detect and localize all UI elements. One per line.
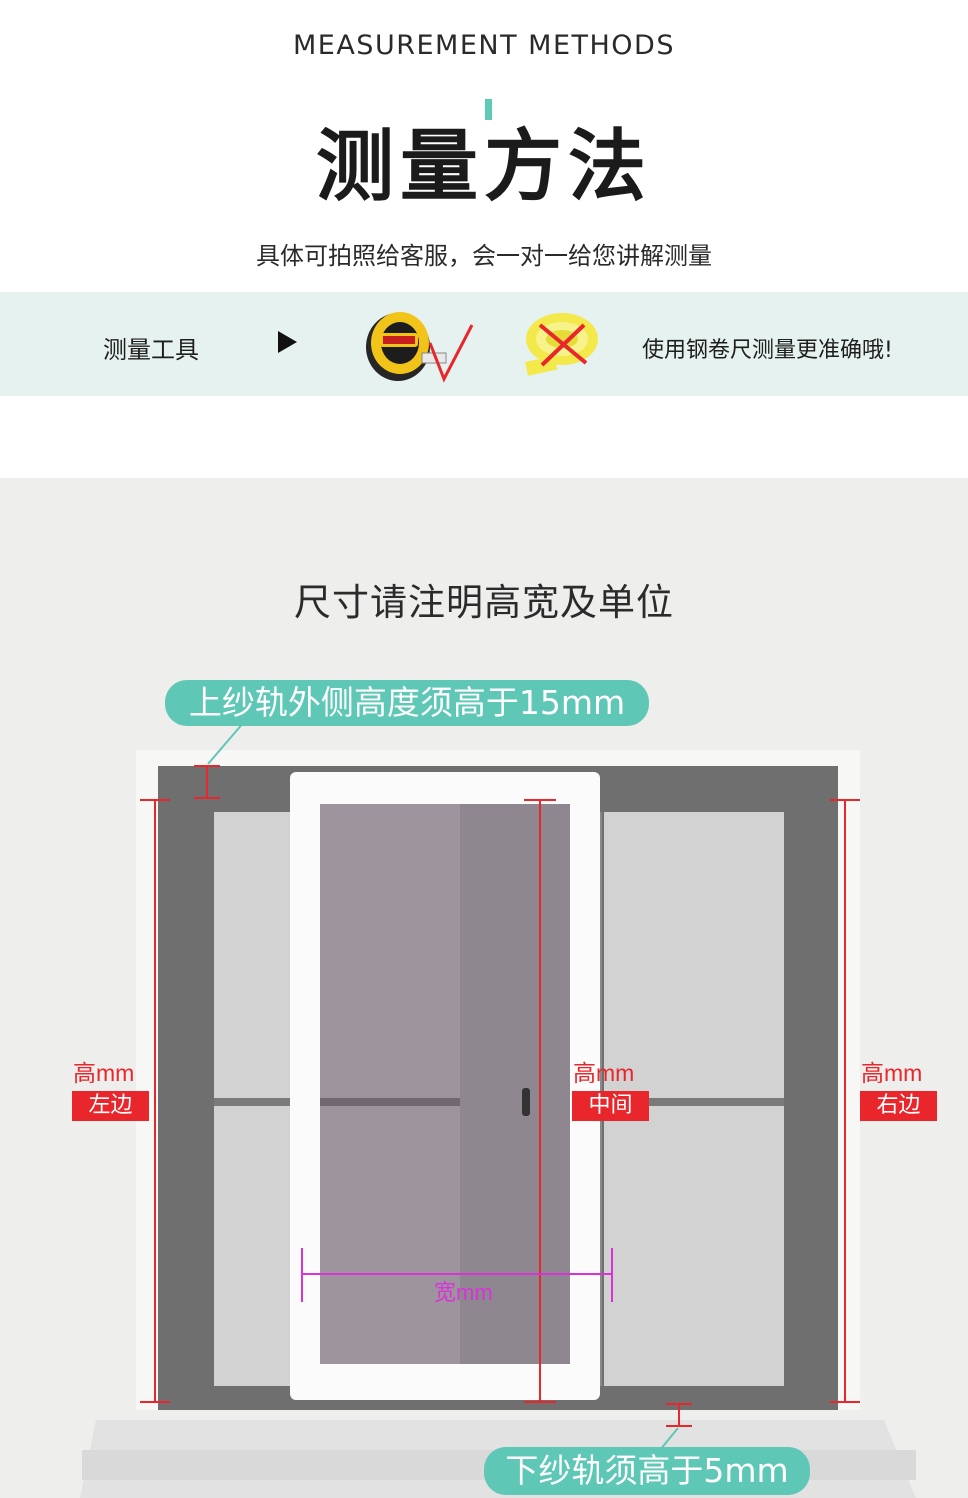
height-right-label: 高mm xyxy=(861,1060,923,1086)
window-diagram xyxy=(80,721,916,1498)
title-accent-bar xyxy=(485,99,492,120)
height-left-tag: 左边 xyxy=(72,1091,149,1121)
section-title-en: MEASUREMENT METHODS xyxy=(292,30,675,61)
bottom-callout-pointer xyxy=(659,1427,679,1451)
height-marker-middle xyxy=(524,799,556,1403)
bottom-rail-callout: 下纱轨须高于5mm xyxy=(484,1447,810,1495)
top-rail-callout: 上纱轨外侧高度须高于15mm xyxy=(165,680,649,726)
bottom-rail-marker xyxy=(666,1403,692,1427)
tools-tip: 使用钢卷尺测量更准确哦! xyxy=(642,338,893,363)
top-rail-marker xyxy=(194,765,220,799)
handle xyxy=(522,1088,530,1116)
height-marker-right xyxy=(830,799,860,1403)
height-middle-label: 高mm xyxy=(573,1060,635,1086)
screen-mesh-left xyxy=(320,804,460,1364)
width-label: 宽mm xyxy=(434,1280,493,1305)
height-left-label: 高mm xyxy=(73,1060,135,1086)
tools-band xyxy=(0,292,968,396)
height-marker-left xyxy=(140,799,170,1403)
height-right-tag: 右边 xyxy=(860,1091,937,1121)
soft-tape-measure-cross-icon xyxy=(525,313,598,376)
top-callout-pointer xyxy=(207,721,245,765)
tools-label: 测量工具 xyxy=(103,336,199,364)
page-title: 测量方法 xyxy=(315,122,652,212)
play-arrow-icon xyxy=(278,331,297,353)
steel-tape-measure-check-icon xyxy=(366,312,474,383)
width-marker xyxy=(301,1248,613,1302)
height-middle-tag: 中间 xyxy=(572,1091,649,1121)
page-subtitle: 具体可拍照给客服，会一对一给您讲解测量 xyxy=(256,242,712,270)
size-note: 尺寸请注明高宽及单位 xyxy=(294,581,674,624)
